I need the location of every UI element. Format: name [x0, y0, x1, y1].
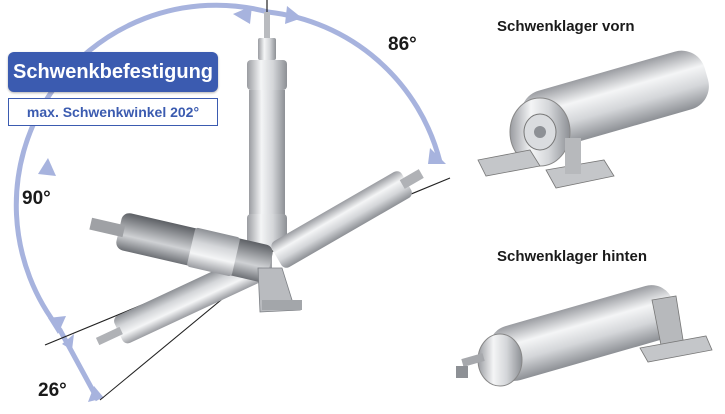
arc-arrow-top — [233, 6, 252, 24]
arc-arrow-bottom — [88, 386, 104, 402]
cylinder-vertical — [247, 12, 287, 268]
arc-arrow-bottom-up — [62, 334, 74, 350]
center-bracket — [257, 267, 302, 313]
angle-label-top-right: 86° — [388, 34, 417, 55]
swing-arc — [13, 2, 443, 402]
product-front-mount — [477, 50, 709, 189]
swing-mount-title-badge: Schwenkbefestigung — [8, 52, 218, 92]
arc-arrow-left-up — [38, 158, 56, 176]
cylinder-horizontal — [89, 213, 273, 282]
arc-arrow-left-down — [48, 316, 66, 334]
cylinder-upper-right — [271, 169, 424, 268]
max-swing-angle-badge: max. Schwenkwinkel 202° — [8, 98, 218, 126]
caption-front-mount: Schwenklager vorn — [497, 18, 635, 35]
arc-arrow-top-right — [285, 6, 302, 24]
angle-label-left: 90° — [22, 188, 51, 209]
product-rear-mount — [456, 285, 713, 387]
arc-arrow-right — [428, 148, 446, 164]
cylinder-lower-left — [95, 254, 264, 346]
caption-rear-mount: Schwenklager hinten — [497, 248, 648, 265]
angle-label-bottom-left: 26° — [38, 380, 67, 401]
